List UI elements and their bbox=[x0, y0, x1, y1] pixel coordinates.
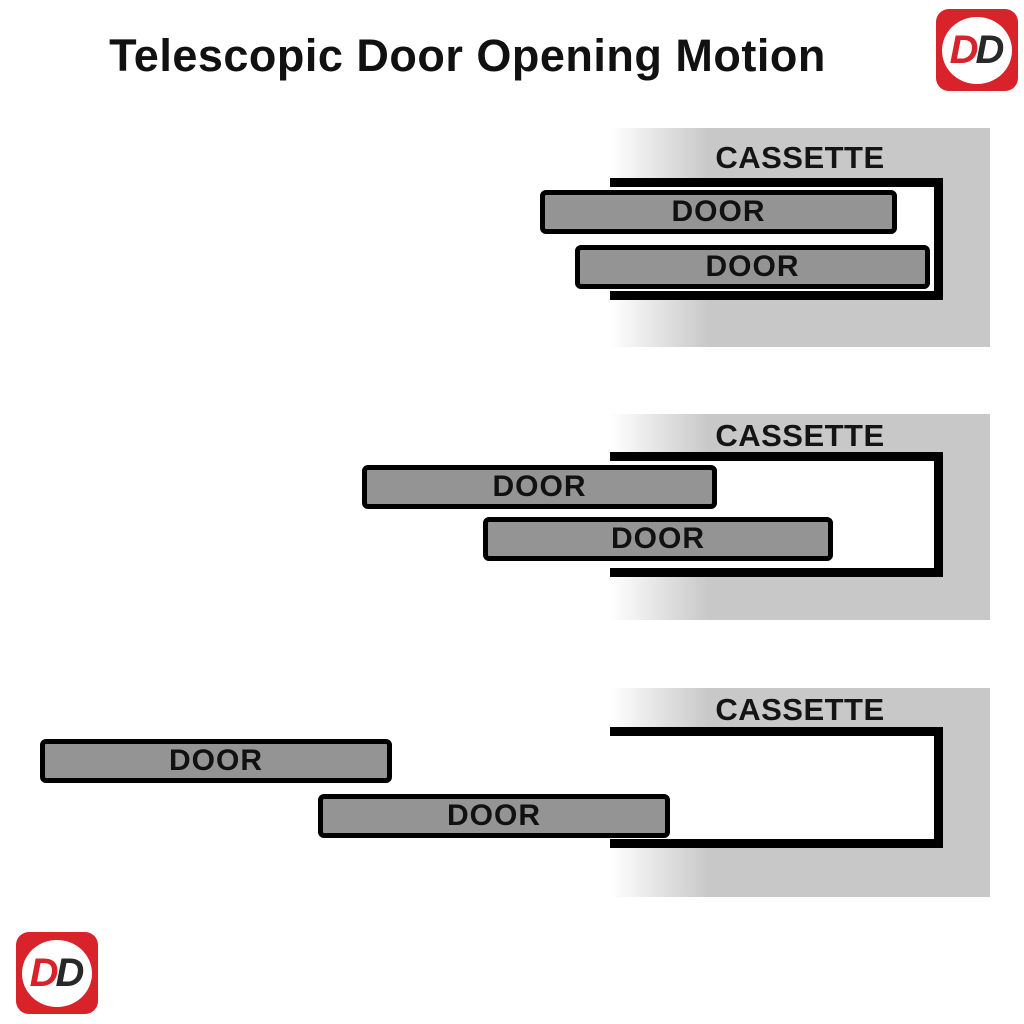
logo-letter-d1: D bbox=[29, 950, 59, 995]
door-panel-lower: DOOR bbox=[318, 794, 670, 838]
page-title: Telescopic Door Opening Motion bbox=[109, 30, 826, 81]
door-panel-lower: DOOR bbox=[575, 245, 930, 289]
logo-letter-d1: D bbox=[949, 27, 979, 72]
logo-letter-d2: D bbox=[55, 950, 85, 995]
door-panel-lower: DOOR bbox=[483, 517, 833, 561]
cassette-label: CASSETTE bbox=[715, 140, 885, 175]
door-panel-upper: DOOR bbox=[540, 190, 897, 234]
cassette-label: CASSETTE bbox=[715, 418, 885, 453]
logo-letter-d2: D bbox=[975, 27, 1005, 72]
door-panel-upper: DOOR bbox=[40, 739, 392, 783]
door-panel-upper: DOOR bbox=[362, 465, 717, 509]
cassette-label: CASSETTE bbox=[715, 692, 885, 727]
